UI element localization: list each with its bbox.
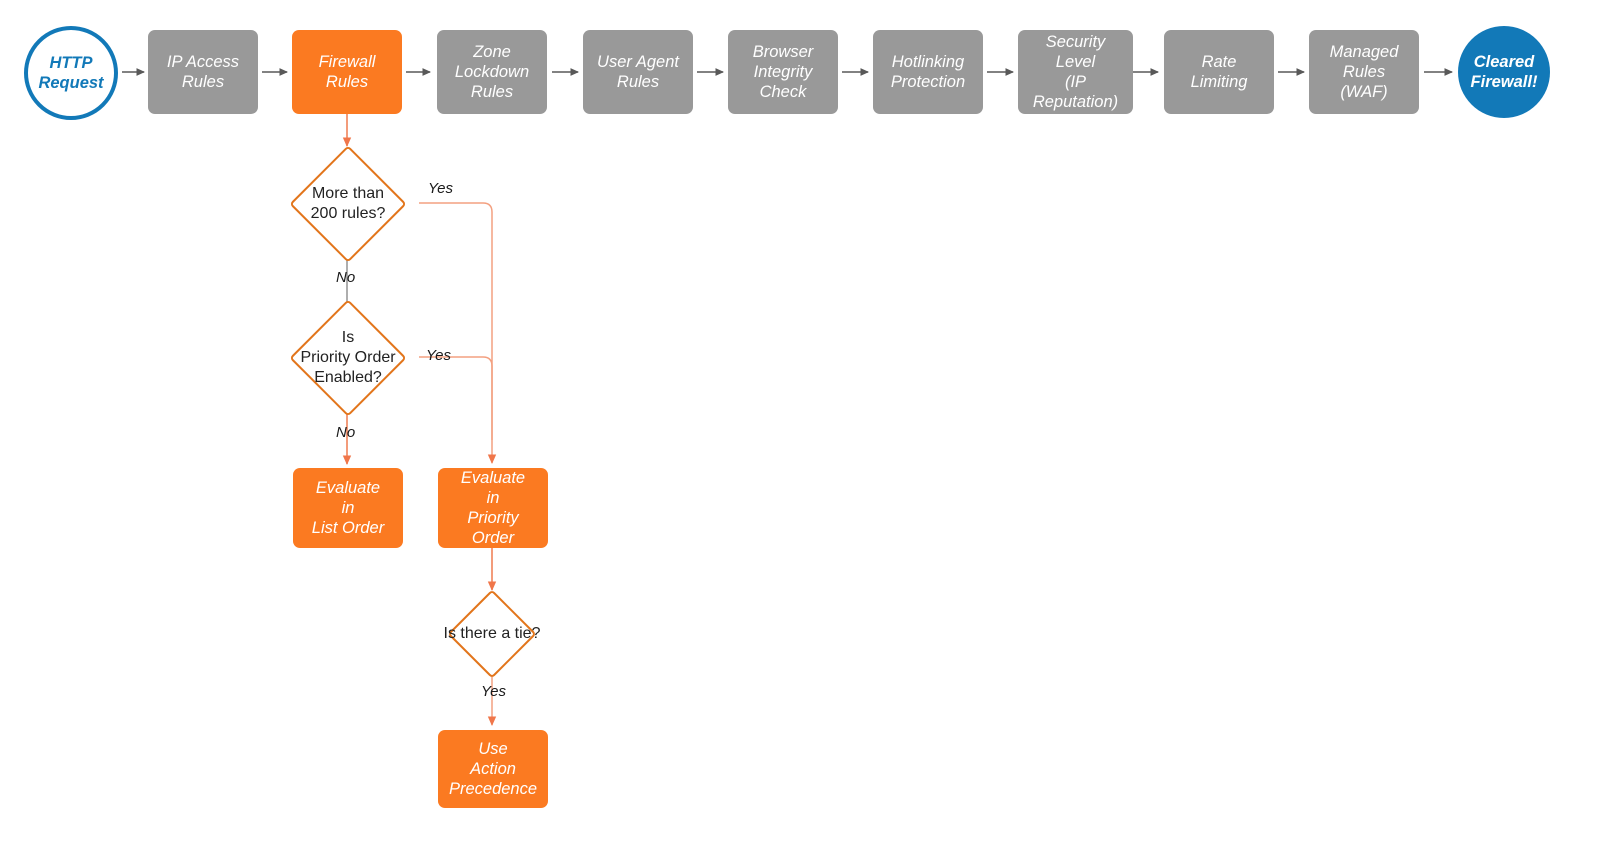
node-use-action-precedence[interactable]: Use Action Precedence — [438, 730, 548, 808]
node-managed-rules-waf[interactable]: Managed Rules (WAF) — [1309, 30, 1419, 114]
node-user-agent-rules[interactable]: User Agent Rules — [583, 30, 693, 114]
decision-more-than-200-rules[interactable]: More than 200 rules? — [277, 145, 419, 263]
node-security-level[interactable]: Security Level (IP Reputation) — [1018, 30, 1133, 114]
node-zone-lockdown-rules[interactable]: Zone Lockdown Rules — [437, 30, 547, 114]
edge-more-rules-yes — [419, 202, 497, 464]
edge-priority-yes — [419, 356, 493, 440]
decision-label: More than 200 rules? — [310, 184, 386, 222]
node-rate-limiting[interactable]: Rate Limiting — [1164, 30, 1274, 114]
edge-label-tie-yes: Yes — [481, 683, 507, 700]
node-hotlinking-protection[interactable]: Hotlinking Protection — [873, 30, 983, 114]
decision-is-priority-order-enabled[interactable]: Is Priority Order Enabled? — [277, 299, 419, 417]
node-http-request[interactable]: HTTP Request — [24, 26, 118, 120]
node-firewall-rules[interactable]: Firewall Rules — [292, 30, 402, 114]
decision-label: Is Priority Order Enabled? — [300, 328, 396, 387]
edge-label-more-rules-no: No — [336, 269, 356, 286]
decision-is-there-a-tie[interactable]: Is there a tie? — [432, 589, 552, 679]
node-browser-integrity-check[interactable]: Browser Integrity Check — [728, 30, 838, 114]
node-evaluate-in-priority-order[interactable]: Evaluate in Priority Order — [438, 468, 548, 548]
node-ip-access-rules[interactable]: IP Access Rules — [148, 30, 258, 114]
node-cleared-firewall[interactable]: Cleared Firewall! — [1458, 26, 1550, 118]
edge-label-priority-no: No — [336, 424, 356, 441]
decision-label: Is there a tie? — [443, 624, 541, 642]
edge-label-more-rules-yes: Yes — [428, 180, 454, 197]
node-evaluate-in-list-order[interactable]: Evaluate in List Order — [293, 468, 403, 548]
edge-label-priority-yes: Yes — [426, 347, 452, 364]
